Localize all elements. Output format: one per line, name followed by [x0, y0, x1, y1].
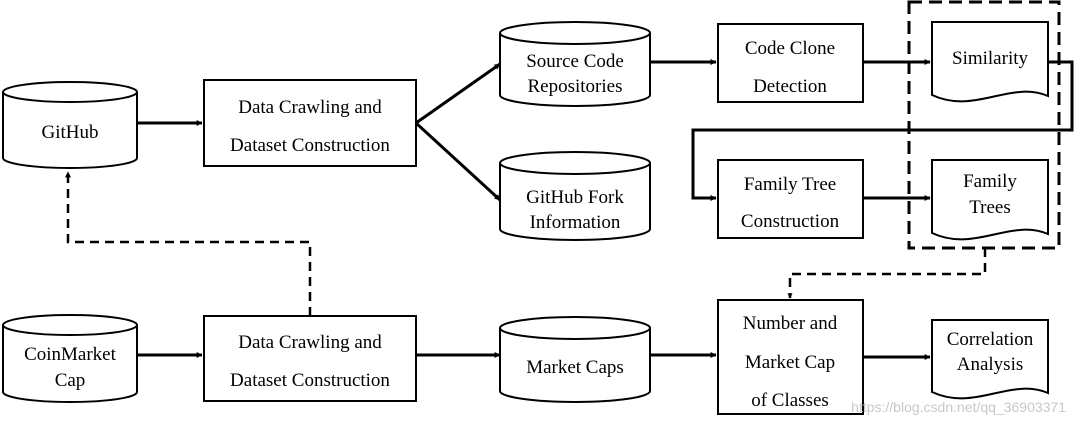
coinmarket-label-line2: Cap: [55, 370, 86, 391]
family-trees-label-line2: Trees: [969, 197, 1011, 218]
code-clone-detection-box: Code Clone Detection: [717, 23, 864, 103]
correlation-label-line1: Correlation: [947, 329, 1034, 350]
correlation-analysis-document: Correlation Analysis: [931, 319, 1049, 400]
family-trees-document: Family Trees: [931, 159, 1049, 241]
correlation-label-line2: Analysis: [957, 354, 1024, 375]
fork-info-label-line2: Information: [530, 212, 621, 233]
clone-detection-label-line1: Code Clone: [745, 38, 835, 59]
family-tree-constr-label-line1: Family Tree: [744, 174, 836, 195]
crawl-top-label-line1: Data Crawling and: [238, 97, 382, 118]
source-repos-label-line1: Source Code: [526, 51, 624, 72]
arrow-crawl-to-fork-info: [414, 121, 502, 202]
number-cap-label-line1: Number and: [743, 313, 838, 334]
clone-detection-label-line2: Detection: [753, 76, 827, 97]
dashed-arrow-crawl-to-github: [65, 171, 312, 316]
market-caps-label: Market Caps: [526, 357, 624, 378]
arrow-similarity-to-family-tree-construction: [691, 60, 1074, 201]
data-crawling-top-box: Data Crawling and Dataset Construction: [203, 79, 417, 167]
family-trees-label-line1: Family: [963, 171, 1017, 192]
market-caps-database: Market Caps: [499, 316, 651, 403]
fork-info-label-line1: GitHub Fork: [526, 187, 624, 208]
number-cap-label-line3: of Classes: [751, 390, 829, 411]
github-fork-information-database: GitHub Fork Information: [499, 151, 651, 241]
family-tree-construction-box: Family Tree Construction: [717, 159, 864, 239]
github-database: GitHub: [2, 81, 138, 169]
dashed-arrow-outputs-to-number-cap: [787, 248, 987, 299]
data-crawling-bottom-box: Data Crawling and Dataset Construction: [203, 315, 417, 402]
arrow-crawl-to-source-repos: [415, 62, 501, 125]
similarity-label: Similarity: [952, 48, 1029, 69]
number-cap-label-line2: Market Cap: [745, 352, 835, 373]
crawl-bottom-label-line1: Data Crawling and: [238, 332, 382, 353]
watermark-text: https://blog.csdn.net/qq_36903371: [851, 399, 1066, 415]
number-market-cap-box: Number and Market Cap of Classes: [717, 299, 864, 415]
family-tree-constr-label-line2: Construction: [741, 211, 840, 232]
crawl-bottom-label-line2: Dataset Construction: [230, 370, 390, 391]
source-code-repositories-database: Source Code Repositories: [499, 21, 651, 107]
coinmarket-cap-database: CoinMarket Cap: [2, 314, 138, 403]
crawl-top-label-line2: Dataset Construction: [230, 135, 390, 156]
coinmarket-label-line1: CoinMarket: [24, 344, 117, 365]
github-label: GitHub: [42, 122, 99, 143]
source-repos-label-line2: Repositories: [528, 76, 623, 97]
similarity-document: Similarity: [931, 21, 1049, 103]
